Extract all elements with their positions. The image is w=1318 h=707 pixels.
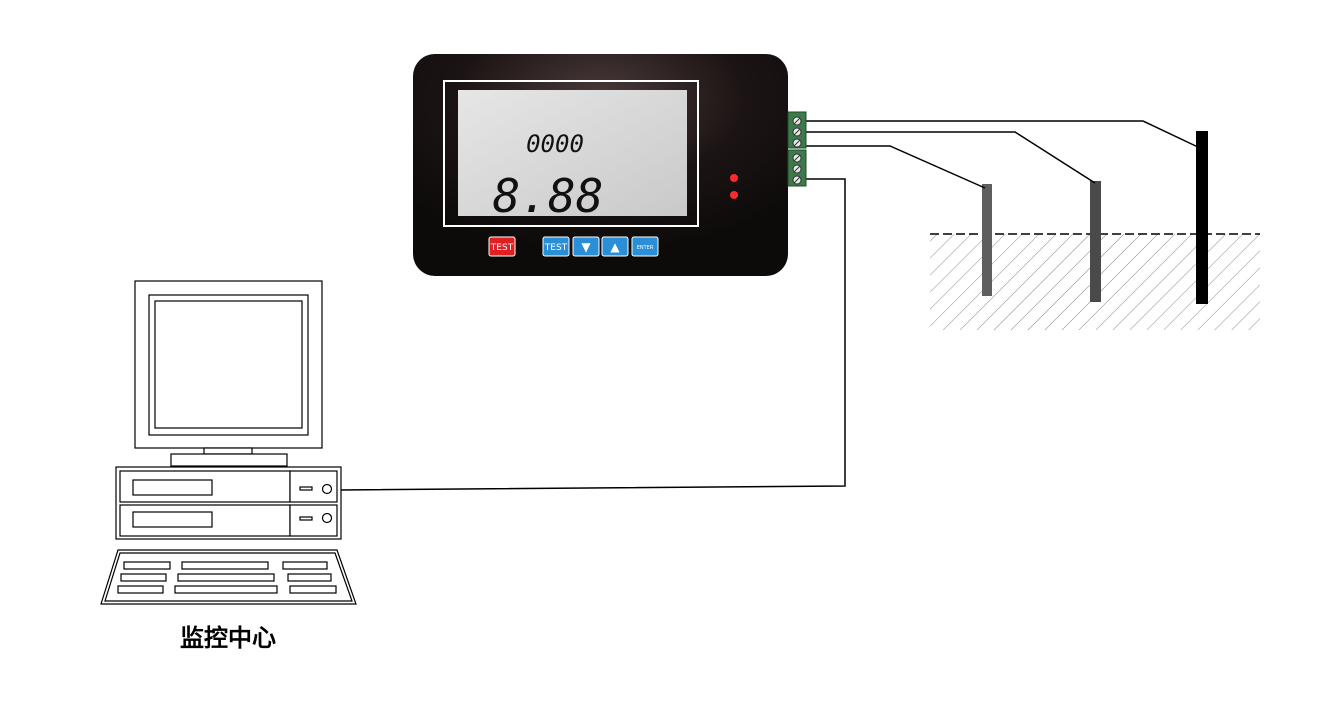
- electrode-1: [982, 184, 992, 296]
- display-main-readout: 8.88: [493, 169, 604, 223]
- wire-electrode-1: [806, 145, 986, 189]
- down-button-face[interactable]: [572, 236, 600, 257]
- terminal-block: [787, 111, 807, 187]
- drive-slot-1: [132, 479, 213, 496]
- keyboard-key: [181, 561, 269, 570]
- enter-button-face[interactable]: [631, 236, 659, 257]
- monitor-base: [170, 453, 288, 467]
- up-button-face[interactable]: [601, 236, 629, 257]
- keyboard-key: [117, 585, 164, 594]
- computer-caption: 监控中心: [180, 624, 276, 652]
- keyboard-key: [289, 585, 337, 594]
- test-button-red-label: TEST: [490, 243, 514, 253]
- keyboard-inner: [104, 552, 353, 602]
- electrode-wires: [806, 120, 1201, 189]
- down-button[interactable]: ▼: [572, 236, 600, 257]
- lcd-screen: [458, 90, 687, 216]
- case-led-2: [299, 516, 313, 521]
- enter-button-label: ENTER: [637, 245, 654, 251]
- down-arrow-icon: ▼: [581, 240, 591, 254]
- electrode-2: [1090, 181, 1101, 302]
- monitor-neck: [203, 447, 253, 455]
- meter-buttons: TEST TEST ▼ ▲ ENTER: [488, 236, 659, 257]
- keyboard-key: [287, 573, 332, 582]
- terminal-screw-slots: [793, 117, 801, 184]
- display-frame: [443, 80, 699, 227]
- keyboard-key: [123, 561, 171, 570]
- up-button[interactable]: ▲: [601, 236, 629, 257]
- keyboard-key: [174, 585, 278, 594]
- reset-button-icon: [321, 512, 333, 524]
- power-button-icon: [321, 483, 333, 495]
- wire-electrode-2: [806, 131, 1096, 184]
- keyboard-key: [177, 573, 275, 582]
- test-button-blue-label: TEST: [544, 243, 568, 253]
- up-arrow-icon: ▲: [610, 240, 620, 254]
- electrode-3: [1196, 131, 1208, 304]
- meter: 0000 8.88 TEST TEST ▼ ▲: [413, 54, 807, 276]
- test-button-red-face[interactable]: [488, 236, 516, 257]
- indicator-led-1: [730, 174, 738, 182]
- enter-button[interactable]: ENTER: [631, 236, 659, 257]
- monitor-screen: [154, 300, 303, 429]
- test-button-blue-face[interactable]: [542, 236, 570, 257]
- keyboard-key: [120, 573, 167, 582]
- test-button-red[interactable]: TEST: [488, 236, 516, 257]
- drive-slot-2: [132, 511, 213, 528]
- wire-electrode-3: [806, 120, 1201, 149]
- data-cable: [339, 178, 846, 491]
- keyboard-key: [282, 561, 328, 570]
- test-button-blue[interactable]: TEST: [542, 236, 570, 257]
- computer-icon: [100, 280, 357, 605]
- indicator-led-2: [730, 191, 738, 199]
- case-led-1: [299, 486, 313, 491]
- display-top-readout: 0000: [526, 130, 584, 158]
